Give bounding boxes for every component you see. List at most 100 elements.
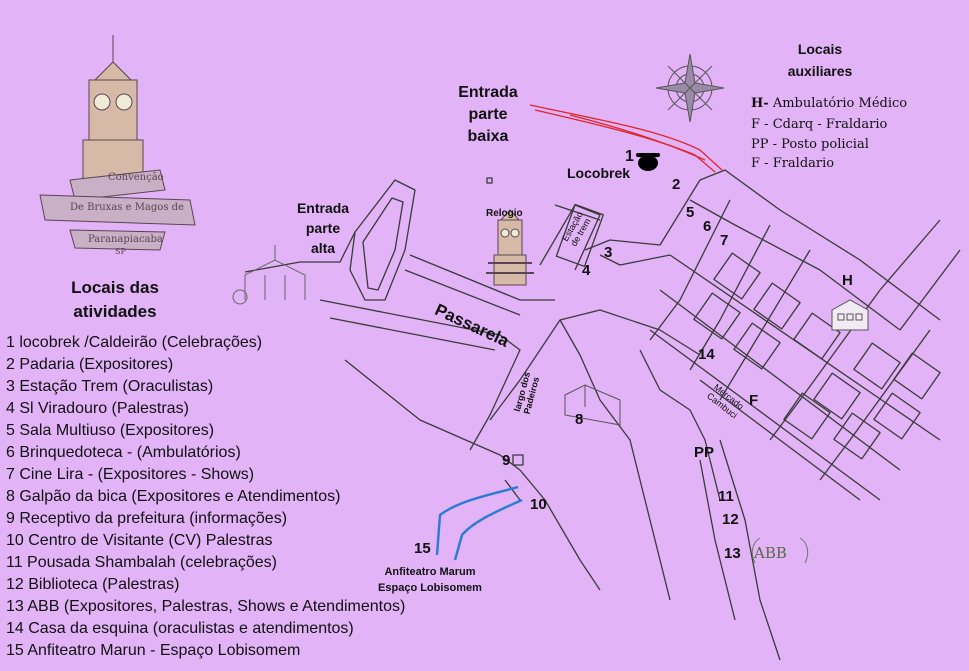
- legend-item: 14 Casa da esquina (oraculistas e atendi…: [6, 620, 354, 637]
- street-segment: [599, 254, 671, 266]
- legend-item: 13 ABB (Expositores, Palestras, Shows e …: [6, 598, 406, 615]
- marker-15: 15: [414, 540, 431, 557]
- street-segment: [329, 317, 496, 351]
- train-station-block: [555, 203, 604, 268]
- street-segment: [659, 289, 901, 471]
- legend-item: 1 locobrek /Caldeirão (Celebrações): [6, 334, 263, 351]
- marker-h: H: [842, 272, 853, 289]
- marker-14: 14: [698, 346, 715, 363]
- street-block: [349, 179, 416, 301]
- street-segment: [584, 179, 701, 251]
- street-block: [893, 352, 941, 400]
- marker-12: 12: [722, 511, 739, 528]
- street-segment: [554, 204, 601, 221]
- passarela-line: [409, 254, 555, 301]
- marker-10: 10: [530, 496, 547, 513]
- relogio-marker: [486, 177, 493, 184]
- anfiteatro-label: Anfiteatro Marum Espaço Lobisomem: [378, 566, 482, 594]
- street-segment: [319, 299, 521, 451]
- street-segment: [639, 349, 721, 501]
- street-segment: [699, 459, 736, 621]
- clock-tower-logo-icon: [82, 35, 144, 181]
- street-block: [783, 392, 831, 440]
- aux-title: Locais auxiliares: [787, 41, 853, 79]
- legend-item: 4 Sl Viradouro (Palestras): [6, 400, 189, 417]
- legend-item: 2 Padaria (Expositores): [6, 356, 174, 373]
- aux-item: F - Cdarq - Fraldario: [751, 117, 888, 132]
- street-segment: [819, 329, 931, 481]
- legend-title: Locais das atividades: [71, 278, 159, 321]
- legend-item: 10 Centro de Visitante (CV) Palestras: [6, 532, 273, 549]
- street-segment: [689, 224, 771, 371]
- galpao-building-icon: [564, 384, 621, 426]
- compass-rose-icon: [655, 53, 725, 123]
- street-block: [733, 322, 781, 370]
- relogio-tower-icon: [486, 209, 534, 286]
- street-segment: [244, 231, 356, 273]
- street-segment: [699, 169, 941, 321]
- street-segment: [689, 199, 901, 331]
- marker-4: 4: [582, 262, 591, 279]
- marker-7: 7: [720, 232, 729, 249]
- logo-line-1: Convenção: [108, 172, 164, 183]
- marker-1: 1: [625, 148, 634, 165]
- marker-9: 9: [502, 452, 511, 469]
- marker-11: 11: [718, 488, 734, 505]
- marker-3: 3: [604, 244, 613, 261]
- abb-logo-text: ABB: [754, 544, 787, 562]
- aux-item: H- Ambulatório Médico: [751, 96, 908, 111]
- street-block: [813, 372, 861, 420]
- street-segment: [649, 329, 881, 501]
- abb-logo-icon: [751, 537, 809, 564]
- legend-item: 15 Anfiteatro Marun - Espaço Lobisomem: [6, 642, 301, 659]
- locobrek-label: Locobrek: [567, 165, 631, 181]
- street-segment: [504, 479, 521, 501]
- banner-ribbon: [39, 169, 196, 251]
- logo-line-3: Paranapiacaba: [88, 234, 163, 245]
- street-segment: [719, 439, 781, 661]
- street-block: [362, 197, 404, 291]
- entrance-path: [569, 114, 706, 161]
- street-block: [693, 292, 741, 340]
- marker-8: 8: [575, 411, 584, 428]
- street-block: [833, 412, 881, 460]
- street-block: [753, 282, 801, 330]
- cauldron-icon: [636, 153, 660, 171]
- street-segment: [489, 309, 701, 421]
- street-block: [873, 392, 921, 440]
- relogio-label: Relogio: [486, 208, 523, 219]
- legend-item: 7 Cine Lira - (Expositores - Shows): [6, 466, 255, 483]
- marker-2: 2: [672, 176, 681, 193]
- legend-item: 8 Galpão da bica (Expositores e Atendime…: [6, 488, 341, 505]
- marker-5: 5: [686, 204, 695, 221]
- street-block: [713, 252, 761, 300]
- logo-line-2: De Bruxas e Magos de: [70, 202, 184, 213]
- entrance-upper-label: Entrada parte alta: [296, 200, 350, 256]
- street-segment: [519, 469, 601, 591]
- logo-line-4: SP: [115, 247, 126, 256]
- street-segment: [649, 199, 731, 341]
- entrance-lower-label: Entrada parte baixa: [458, 84, 518, 145]
- legend-item: 9 Receptivo da prefeitura (informações): [6, 510, 288, 527]
- legend-item: 6 Brinquedoteca - (Ambulatórios): [6, 444, 241, 461]
- legend-item: 5 Sala Multiuso (Expositores): [6, 422, 215, 439]
- legend-item: 12 Biblioteca (Palestras): [6, 576, 180, 593]
- passarela-line: [404, 269, 521, 316]
- marker-13: 13: [724, 545, 741, 562]
- legend-item: 11 Pousada Shambalah (celebrações): [6, 554, 277, 571]
- street-segment: [879, 219, 941, 291]
- trail-path: [435, 485, 519, 556]
- marker-6: 6: [703, 218, 712, 235]
- aux-item: F - Fraldario: [751, 156, 835, 171]
- street-segment: [559, 319, 671, 601]
- street-segment: [719, 249, 811, 401]
- street-segment: [344, 359, 521, 471]
- church-sketch-icon: [232, 245, 306, 305]
- ambulatorio-building-icon: [831, 299, 869, 331]
- entrance-path: [529, 104, 723, 171]
- marker-f: F: [749, 392, 759, 409]
- aux-item: PP - Posto policial: [751, 137, 869, 152]
- marker-pp: PP: [694, 444, 715, 461]
